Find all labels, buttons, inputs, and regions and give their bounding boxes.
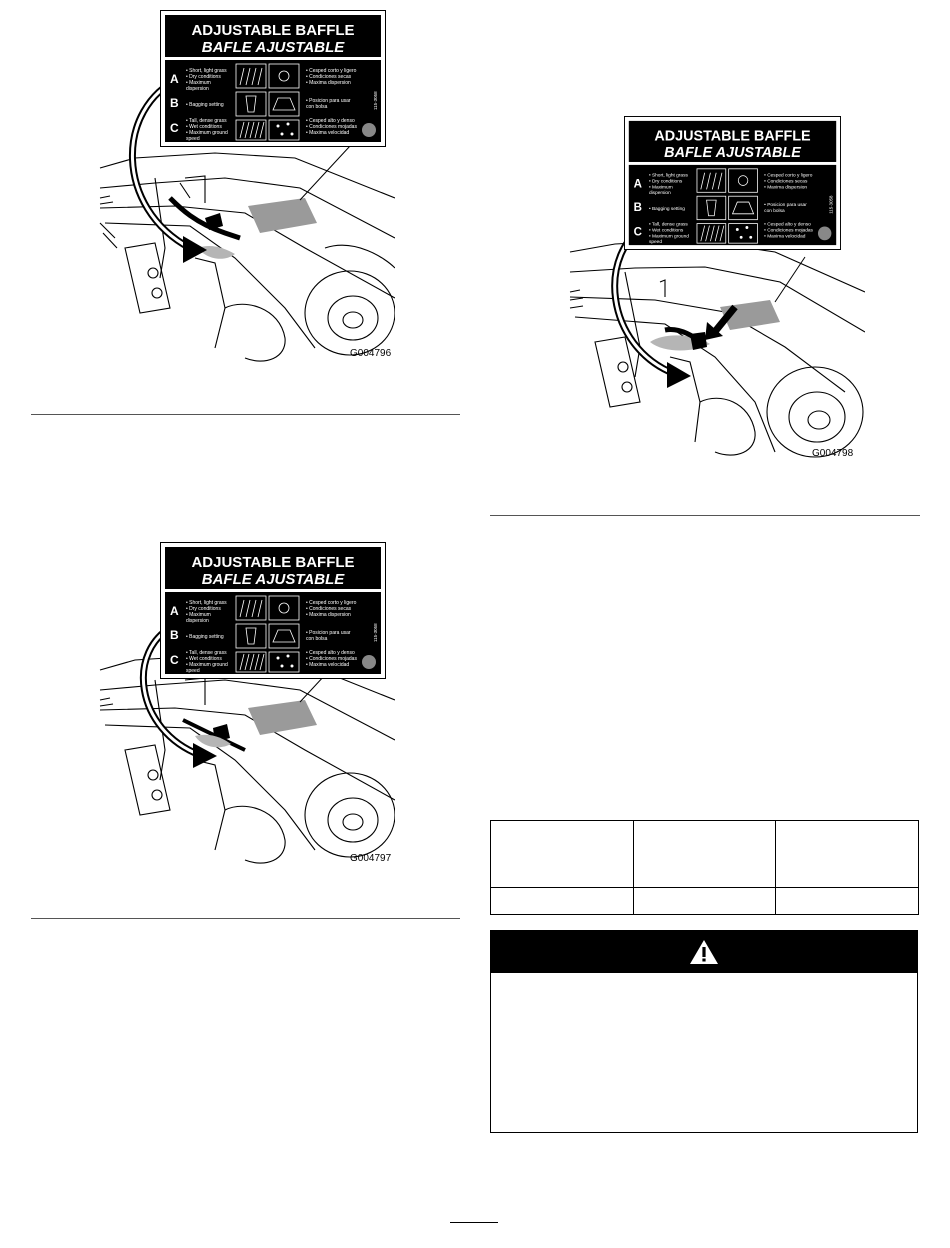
svg-text:dispersion: dispersion [186,86,209,92]
svg-text:C: C [170,653,179,667]
svg-text:• Cesped alto y denso: • Cesped alto y denso [764,222,811,228]
svg-text:• Wet conditions: • Wet conditions [186,656,222,662]
svg-text:• Tall, dense grass: • Tall, dense grass [186,650,227,656]
warning-header [491,931,917,973]
svg-text:• Posicion para usar: • Posicion para usar [306,630,351,636]
svg-text:• Bagging setting: • Bagging setting [186,634,224,640]
svg-text:dispersion: dispersion [186,618,209,624]
figure-code: G004798 [812,448,854,459]
svg-text:• Condiciones mojadas: • Condiciones mojadas [306,656,357,662]
warning-triangle-icon [690,940,718,964]
table-cell [775,887,919,915]
warning-box [490,930,918,1133]
svg-text:• Tall, dense grass: • Tall, dense grass [186,118,227,124]
table-row [490,887,919,915]
svg-text:• Cesped alto y denso: • Cesped alto y denso [306,118,355,124]
svg-text:• Maxima dispersion: • Maxima dispersion [306,80,351,86]
svg-text:ADJUSTABLE BAFFLE: ADJUSTABLE BAFFLE [191,554,354,571]
decal-adjustable-baffle-3: ADJUSTABLE BAFFLE BAFLE AJUSTABLE A B C … [624,116,841,250]
table-row [490,820,919,888]
svg-text:• Cesped corto y ligero: • Cesped corto y ligero [306,68,357,74]
svg-text:con bolsa: con bolsa [306,104,328,110]
svg-text:• Wet conditions: • Wet conditions [186,124,222,130]
svg-text:• Dry conditions: • Dry conditions [186,606,221,612]
svg-text:• Dry conditions: • Dry conditions [186,74,221,80]
figure-g004798 [565,112,865,467]
svg-text:BAFLE AJUSTABLE: BAFLE AJUSTABLE [202,571,345,588]
svg-text:• Condiciones mojadas: • Condiciones mojadas [306,124,357,130]
svg-text:ADJUSTABLE BAFFLE: ADJUSTABLE BAFFLE [654,128,811,144]
svg-text:• Condiciones secas: • Condiciones secas [306,606,352,612]
svg-text:115-3058: 115-3058 [373,623,378,642]
svg-text:• Bagging setting: • Bagging setting [649,206,685,212]
svg-text:B: B [170,628,179,642]
decal-letter-a: A [170,72,179,86]
svg-text:speed: speed [186,136,200,142]
figure-code: G004796 [350,348,392,359]
svg-text:B: B [634,201,642,214]
svg-text:• Maxima dispersion: • Maxima dispersion [306,612,351,618]
svg-text:• Wet conditions: • Wet conditions [649,227,684,233]
svg-text:C: C [634,225,643,238]
figure-code: G004797 [350,853,392,864]
figure-g004797 [95,510,395,870]
svg-text:115-3058: 115-3058 [828,195,833,214]
svg-text:• Short, light grass: • Short, light grass [649,173,688,179]
svg-text:• Dry conditions: • Dry conditions [649,178,683,184]
svg-text:• Maxima dispersion: • Maxima dispersion [764,184,807,190]
svg-text:• Posicion para usar: • Posicion para usar [306,98,351,104]
section-divider [490,515,920,516]
svg-text:• Maxima velocidad: • Maxima velocidad [306,662,349,668]
decal-part-number: 115-3058 [373,91,378,110]
svg-text:• Maximum: • Maximum [649,184,673,190]
decal-adjustable-baffle-2: ADJUSTABLE BAFFLE BAFLE AJUSTABLE A B C … [160,542,386,679]
table-cell [775,820,919,888]
svg-text:con bolsa: con bolsa [306,636,328,642]
section-divider [31,918,460,919]
svg-text:• Condiciones mojadas: • Condiciones mojadas [764,227,813,233]
decal-title-es: BAFLE AJUSTABLE [202,39,345,56]
svg-text:speed: speed [186,668,200,674]
svg-text:• Bagging setting: • Bagging setting [186,102,224,108]
svg-text:• Cesped corto y ligero: • Cesped corto y ligero [306,600,357,606]
svg-text:• Short, light grass: • Short, light grass [186,68,227,74]
svg-text:• Condiciones secas: • Condiciones secas [306,74,352,80]
svg-text:• Maximum ground: • Maximum ground [186,130,228,136]
svg-text:con bolsa: con bolsa [764,208,785,214]
decal-title-en: ADJUSTABLE BAFFLE [191,22,354,39]
table-cell [490,820,634,888]
svg-text:• Maximum: • Maximum [186,80,211,86]
svg-text:dispersion: dispersion [649,190,671,196]
svg-text:speed: speed [649,239,662,245]
svg-text:• Tall, dense grass: • Tall, dense grass [649,222,688,228]
figure-g004796 [95,8,395,368]
svg-text:• Maximum ground: • Maximum ground [649,233,689,239]
decal-adjustable-baffle-1: ADJUSTABLE BAFFLE BAFLE AJUSTABLE A B C … [160,10,386,147]
svg-text:• Maximum ground: • Maximum ground [186,662,228,668]
decal-letter-c: C [170,121,179,135]
svg-text:• Cesped alto y denso: • Cesped alto y denso [306,650,355,656]
svg-text:• Maxima velocidad: • Maxima velocidad [306,130,349,136]
svg-text:A: A [634,177,643,190]
svg-text:• Posicion para usar: • Posicion para usar [764,202,807,208]
svg-text:BAFLE AJUSTABLE: BAFLE AJUSTABLE [664,145,802,161]
svg-text:A: A [170,604,179,618]
svg-text:• Condiciones secas: • Condiciones secas [764,178,808,184]
svg-text:• Short, light grass: • Short, light grass [186,600,227,606]
section-divider [31,414,460,415]
data-table [490,820,919,915]
table-cell [490,887,634,915]
svg-text:• Maxima velocidad: • Maxima velocidad [764,233,806,239]
page-number-rule [450,1222,498,1225]
svg-text:• Cesped corto y ligero: • Cesped corto y ligero [764,173,813,179]
svg-text:• Maximum: • Maximum [186,612,211,618]
table-cell [632,820,777,888]
table-cell [632,887,777,915]
decal-letter-b: B [170,96,179,110]
